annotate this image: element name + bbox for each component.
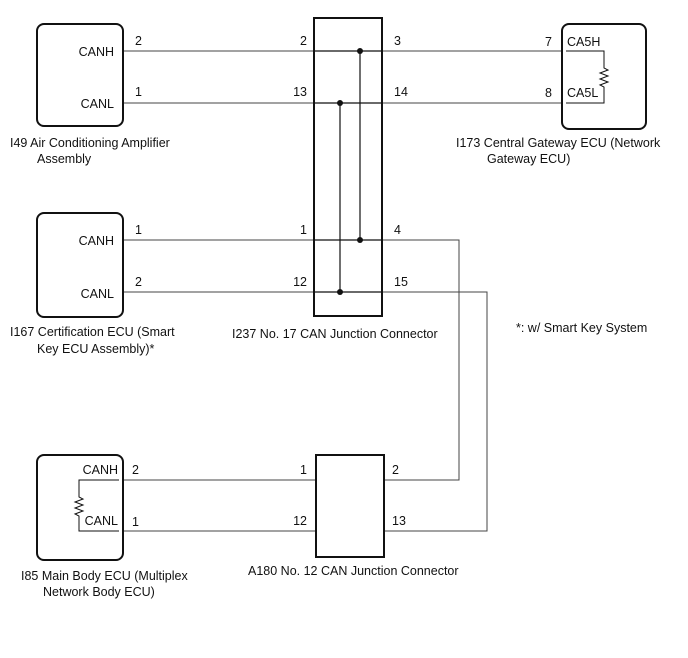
ecu-canl-label: CANL xyxy=(81,97,114,111)
pin-number: 1 xyxy=(300,463,307,477)
termination-resistor-icon xyxy=(566,50,610,104)
pin-number: 15 xyxy=(394,275,408,289)
ecu-i167: CANH CANL 1 2 I167 Certification ECU (Sm… xyxy=(10,212,175,356)
splice-dot xyxy=(337,289,343,295)
pin-number: 2 xyxy=(135,275,142,289)
pin-number: 1 xyxy=(132,515,139,529)
splice-dot xyxy=(357,237,363,243)
junction-title: A180 No. 12 CAN Junction Connector xyxy=(248,564,459,578)
pin-number: 14 xyxy=(394,85,408,99)
ecu-title: Network Body ECU) xyxy=(43,585,155,599)
pin-number: 7 xyxy=(545,35,552,49)
splice-dot xyxy=(337,100,343,106)
ecu-canh-label: CANH xyxy=(79,234,114,248)
ecu-box xyxy=(36,454,124,561)
ecu-i49: CANH CANL 2 1 I49 Air Conditioning Ampli… xyxy=(10,23,170,166)
junction-box xyxy=(315,454,385,558)
pin-number: 1 xyxy=(300,223,307,237)
pin-number: 3 xyxy=(394,34,401,48)
ecu-canl-label: CA5L xyxy=(567,86,598,100)
ecu-title: I167 Certification ECU (Smart xyxy=(10,325,175,339)
ecu-canh-label: CANH xyxy=(79,45,114,59)
wire-i237-4-to-a180-2 xyxy=(382,239,460,481)
footnote: *: w/ Smart Key System xyxy=(516,321,647,335)
pin-number: 2 xyxy=(300,34,307,48)
pin-number: 13 xyxy=(293,85,307,99)
pin-number: 12 xyxy=(293,275,307,289)
pin-number: 2 xyxy=(135,34,142,48)
splice-dot xyxy=(357,48,363,54)
wires xyxy=(123,50,562,532)
ecu-box xyxy=(36,23,124,127)
pin-number: 2 xyxy=(132,463,139,477)
ecu-canl-label: CANL xyxy=(85,514,118,528)
ecu-i173: CA5H CA5L 7 8 I173 Central Gateway ECU (… xyxy=(456,23,661,166)
ecu-canh-label: CANH xyxy=(83,463,118,477)
pin-number: 13 xyxy=(392,514,406,528)
ecu-title: Gateway ECU) xyxy=(487,152,570,166)
ecu-title: Key ECU Assembly)* xyxy=(37,342,155,356)
pin-number: 4 xyxy=(394,223,401,237)
ecu-title: I49 Air Conditioning Amplifier xyxy=(10,136,170,150)
pin-number: 12 xyxy=(293,514,307,528)
ecu-canh-label: CA5H xyxy=(567,35,600,49)
termination-resistor-icon xyxy=(73,479,119,532)
pin-number: 8 xyxy=(545,86,552,100)
junction-i237: 2 13 1 12 3 14 4 15 I237 No. 17 CAN Junc… xyxy=(232,17,438,341)
ecu-title: Assembly xyxy=(37,152,92,166)
pin-number: 2 xyxy=(392,463,399,477)
ecu-canl-label: CANL xyxy=(81,287,114,301)
pin-number: 1 xyxy=(135,223,142,237)
ecu-title: I85 Main Body ECU (Multiplex xyxy=(21,569,188,583)
junction-title: I237 No. 17 CAN Junction Connector xyxy=(232,327,438,341)
ecu-title: I173 Central Gateway ECU (Network xyxy=(456,136,661,150)
junction-box xyxy=(313,17,383,317)
pin-number: 1 xyxy=(135,85,142,99)
junction-a180: 1 12 2 13 A180 No. 12 CAN Junction Conne… xyxy=(248,454,459,578)
wire-i237-15-to-a180-13 xyxy=(382,291,488,532)
ecu-box xyxy=(36,212,124,318)
ecu-i85: CANH CANL 2 1 I85 Main Body ECU (Multipl… xyxy=(21,454,188,599)
